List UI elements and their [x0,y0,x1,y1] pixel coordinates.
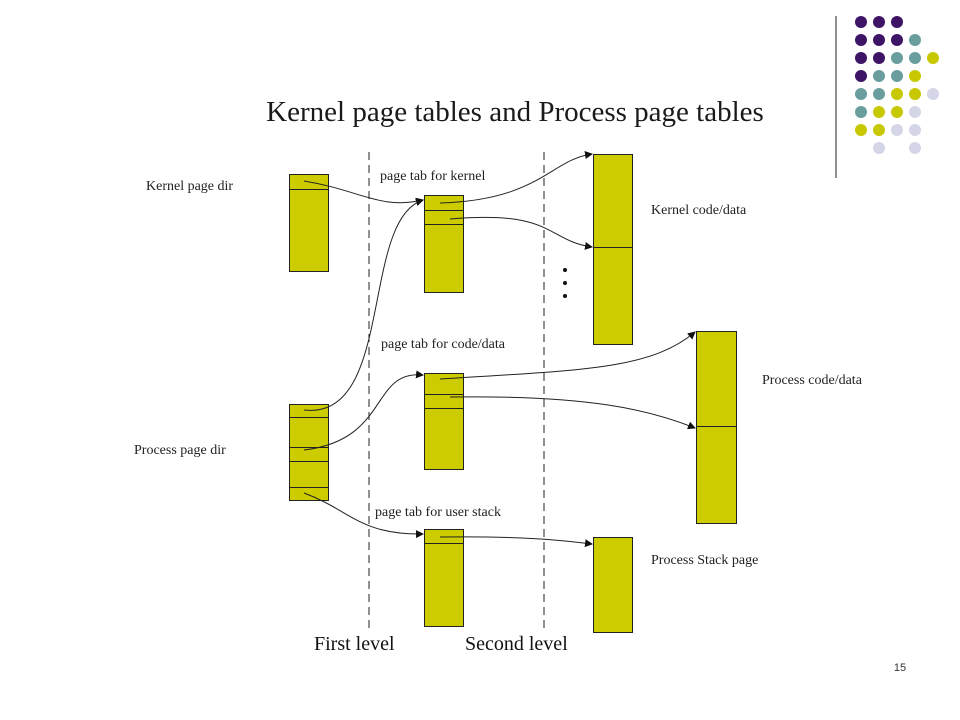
kernel-code-data-block [593,154,633,345]
decor-dot [873,106,885,118]
page-boundary-line [594,247,632,248]
page-tab-code-data-block [424,373,464,470]
label-first-level: First level [314,633,395,655]
label-process-stack-page: Process Stack page [651,553,759,568]
table-entry-line [425,543,463,544]
decor-dot [909,34,921,46]
arrow-kernel-tab-to-kernel-code-bottom [449,216,593,250]
decor-dot [909,106,921,118]
page-tab-kernel-block [424,195,464,293]
decor-dot [855,106,867,118]
decor-dot [873,34,885,46]
decor-dot [909,142,921,154]
decor-dot [855,34,867,46]
table-entry-line [290,189,328,190]
arrow-kernel-dir-to-kernel-tab [303,180,424,206]
decor-dot [873,52,885,64]
decor-dot [873,142,885,154]
decor-dot [891,34,903,46]
process-code-data-block [696,331,737,524]
decor-dot [891,124,903,136]
page-tab-user-stack-block [424,529,464,627]
table-entry-line [290,417,328,418]
decor-dot [873,124,885,136]
page-boundary-line [697,426,736,427]
table-entry-line [425,408,463,409]
decor-dot [855,88,867,100]
process-stack-page-block [593,537,633,633]
arrow-kernel-tab-to-kernel-code-top [439,151,593,204]
label-second-level: Second level [465,633,568,655]
table-entry-line [290,487,328,488]
decor-dot [855,124,867,136]
page-number: 15 [893,662,907,674]
slide-title: Kernel page tables and Process page tabl… [266,96,764,128]
table-entry-line [290,461,328,462]
ellipsis-dots [563,268,569,307]
decor-dot [891,106,903,118]
arrow-stack-tab-to-stack-page [439,536,593,548]
decor-dot [909,88,921,100]
table-entry-line [425,210,463,211]
arrow-process-dir-to-stack-tab [303,492,424,539]
table-entry-line [425,394,463,395]
process-page-dir-block [289,404,329,501]
decor-dot [855,52,867,64]
decor-dot [855,70,867,82]
decor-dot [855,16,867,28]
table-entry-line [425,224,463,225]
kernel-page-dir-block [289,174,329,272]
arrow-code-tab-to-process-code-top [439,331,696,380]
decor-dot [927,88,939,100]
decor-dot [909,70,921,82]
decor-dot [909,124,921,136]
label-process-page-dir: Process page dir [134,443,226,458]
label-kernel-page-dir: Kernel page dir [146,179,234,194]
arrow-process-dir-to-code-tab [303,370,424,451]
decor-dot [909,52,921,64]
label-process-code-data: Process code/data [762,373,862,388]
decor-dot [891,70,903,82]
decor-dot [891,88,903,100]
decor-dot [891,16,903,28]
decor-dot [873,16,885,28]
table-entry-line [290,447,328,448]
arrow-process-dir-to-kernel-tab [303,198,424,411]
decor-dot [927,52,939,64]
arrow-code-tab-to-process-code-bottom [449,396,696,430]
label-kernel-code-data: Kernel code/data [651,203,747,218]
label-page-tab-kernel: page tab for kernel [380,169,486,184]
label-page-tab-user-stack: page tab for user stack [375,505,501,520]
decor-dot [891,52,903,64]
decor-dot [873,88,885,100]
decor-dot [873,70,885,82]
label-page-tab-code-data: page tab for code/data [381,337,505,352]
